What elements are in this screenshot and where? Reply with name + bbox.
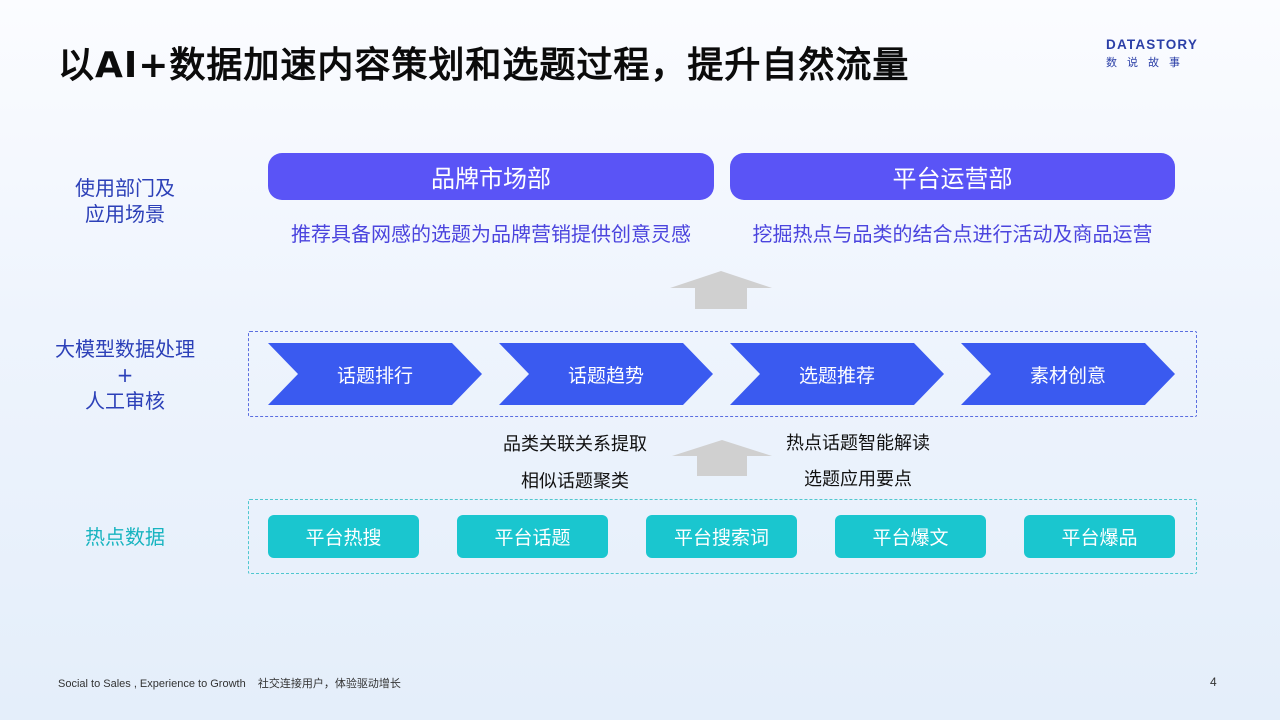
hot-source-item: 平台搜索词 [646,515,797,558]
process-step: 素材创意 [961,343,1175,405]
llm-row-label: 大模型数据处理 + 人工审核 [40,336,210,414]
usage-row-label: 使用部门及 应用场景 [60,175,190,227]
hot-data-row-label-text: 热点数据 [85,525,165,549]
hot-source-item: 平台爆文 [835,515,986,558]
dept-brand-marketing-desc: 推荐具备网感的选题为品牌营销提供创意灵感 [291,222,691,246]
hot-data-row-label: 热点数据 [60,524,190,550]
dept-brand-marketing-label: 品牌市场部 [431,165,551,193]
logo-subtitle: 数说故事 [1106,56,1190,69]
process-step-label: 选题推荐 [798,364,875,387]
llm-row-label-text: 大模型数据处理 + 人工审核 [55,337,195,413]
dept-platform-operations-label: 平台运营部 [892,165,1013,193]
note-hot-topic-interpretation: 热点话题智能解读 [786,433,930,454]
process-step-label: 话题排行 [336,364,413,387]
hot-source-item: 平台爆品 [1024,515,1175,558]
chevron-shape [730,343,944,405]
hot-source-item: 平台话题 [457,515,608,558]
usage-row-label-text: 使用部门及 应用场景 [75,176,175,226]
hot-data-box [248,499,1197,574]
dept-platform-operations: 平台运营部 [730,153,1175,200]
chevron-shape [961,343,1175,405]
chevron-shape [499,343,713,405]
llm-processing-box [248,331,1197,417]
up-arrow-icon [672,440,772,480]
slide-title: 以AI+数据加速内容策划和选题过程，提升自然流量 [58,45,910,86]
process-step: 话题趋势 [499,343,713,405]
process-step-label: 话题趋势 [567,364,644,387]
dept-brand-marketing: 品牌市场部 [268,153,714,200]
process-step-label: 素材创意 [1029,364,1106,387]
datastory-logo: DATASTORY 数说故事 [1106,37,1224,70]
page-number: 4 [1210,675,1217,689]
process-step: 话题排行 [268,343,482,405]
dept-platform-operations-desc: 挖掘热点与品类的结合点进行活动及商品运营 [752,222,1153,246]
chevron-shape [268,343,482,405]
footer-tagline: Social to Sales , Experience to Growth 社… [58,678,401,690]
hot-source-item: 平台热搜 [268,515,419,558]
process-step: 选题推荐 [730,343,944,405]
logo-wordmark: DATASTORY [1106,37,1199,52]
note-category-relation: 品类关联关系提取 [503,434,647,455]
note-topic-clustering: 相似话题聚类 [521,471,629,492]
note-topic-application: 选题应用要点 [804,469,912,490]
up-arrow-icon [670,271,772,313]
